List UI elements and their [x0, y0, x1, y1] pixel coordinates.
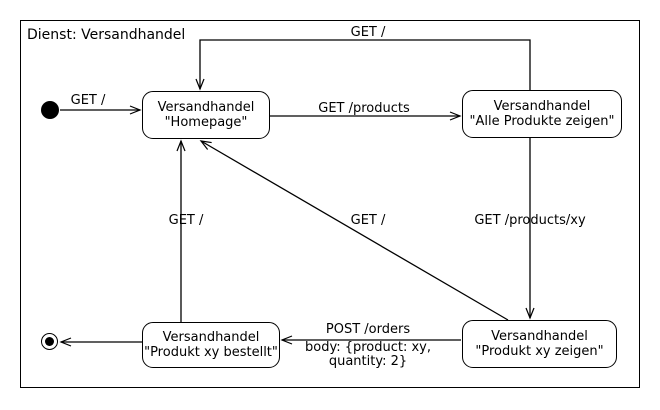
transition-line-alle-produkte-to-homepage	[195, 39, 531, 91]
frame-title: Dienst: Versandhandel	[27, 27, 186, 43]
transition-label-alle-produkte-to-produkt-zeigen: GET /products/xy	[474, 213, 586, 228]
state-produkt-zeigen-line1: Versandhandel	[491, 329, 588, 344]
initial-state-icon	[41, 101, 59, 119]
transition-label-post-orders-line1: POST /orders	[325, 322, 411, 337]
transition-label-post-orders-line2: body: {product: xy,	[304, 340, 432, 355]
final-state-icon	[41, 333, 58, 350]
transition-label-produkt-bestellt-to-homepage: GET /	[168, 213, 204, 228]
state-homepage-line2: "Homepage"	[164, 115, 248, 130]
state-produkt-bestellt-line1: Versandhandel	[162, 330, 260, 345]
state-alle-produkte-zeigen: Versandhandel "Alle Produkte zeigen"	[462, 90, 622, 138]
state-alle-produkte-line1: Versandhandel	[493, 99, 591, 114]
state-alle-produkte-line2: "Alle Produkte zeigen"	[469, 114, 615, 129]
transition-label-homepage-to-alle-produkte: GET /products	[318, 101, 410, 116]
final-state-inner-dot	[45, 337, 54, 346]
state-produkt-xy-bestellt: Versandhandel "Produkt xy bestellt"	[142, 322, 280, 368]
state-homepage: Versandhandel "Homepage"	[142, 91, 270, 139]
state-produkt-xy-zeigen: Versandhandel "Produkt xy zeigen"	[462, 320, 617, 368]
transition-label-initial-to-homepage: GET /	[70, 93, 106, 108]
transition-label-post-orders-line3: quantity: 2}	[328, 354, 408, 369]
state-produkt-bestellt-line2: "Produkt xy bestellt"	[144, 345, 278, 360]
transition-line-produkt-zeigen-to-homepage	[199, 140, 509, 321]
state-homepage-line1: Versandhandel	[157, 100, 255, 115]
transition-label-alle-produkte-to-homepage: GET /	[350, 25, 386, 40]
diagram-frame	[20, 20, 640, 388]
state-produkt-zeigen-line2: "Produkt xy zeigen"	[475, 344, 604, 359]
transition-label-produkt-zeigen-to-homepage: GET /	[350, 213, 386, 228]
